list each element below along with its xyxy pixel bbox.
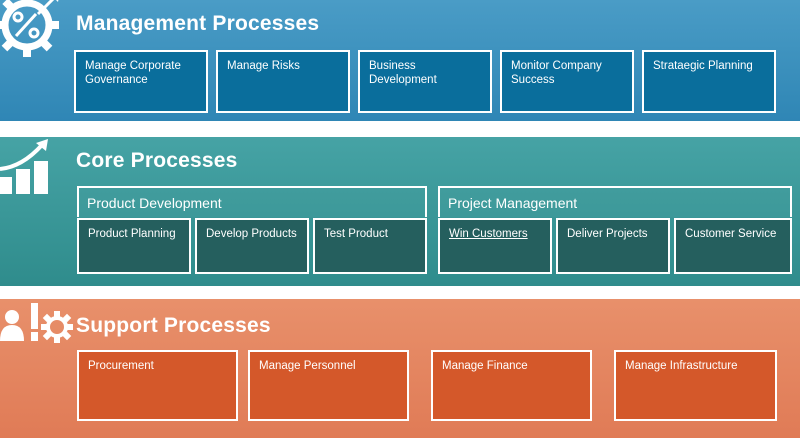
project-management-group: Project Management <box>438 186 792 217</box>
support-title: Support Processes <box>76 314 271 337</box>
deliver-projects-box[interactable]: Deliver Projects <box>556 218 670 274</box>
box-label: Procurement <box>88 360 154 372</box>
box-label: Manage Personnel <box>259 360 356 372</box>
core-title: Core Processes <box>76 149 238 172</box>
manage-infrastructure-box[interactable]: Manage Infrastructure <box>614 350 777 421</box>
box-label: Customer Service <box>685 228 777 240</box>
manage-corporate-governance-box[interactable]: Manage Corporate Governance <box>74 50 208 113</box>
percent-gear-icon <box>0 0 59 57</box>
product-development-group: Product Development <box>77 186 427 217</box>
develop-products-box[interactable]: Develop Products <box>195 218 309 274</box>
group-label: Product Development <box>87 195 222 211</box>
management-band: Management Processes Manage Corporate Go… <box>0 0 800 121</box>
manage-personnel-box[interactable]: Manage Personnel <box>248 350 409 421</box>
customer-service-box[interactable]: Customer Service <box>674 218 792 274</box>
box-label: Deliver Projects <box>567 228 648 240</box>
box-label: Monitor Company Success <box>511 60 602 86</box>
business-development-box[interactable]: Business Development <box>358 50 492 113</box>
win-customers-box[interactable]: Win Customers <box>438 218 552 274</box>
box-label: Manage Finance <box>442 360 528 372</box>
strategic-planning-box[interactable]: Strataegic Planning <box>642 50 776 113</box>
box-label: Win Customers <box>449 228 528 240</box>
management-title: Management Processes <box>76 12 320 35</box>
box-label: Develop Products <box>206 228 297 240</box>
monitor-company-success-box[interactable]: Monitor Company Success <box>500 50 634 113</box>
manage-risks-box[interactable]: Manage Risks <box>216 50 350 113</box>
box-label: Manage Risks <box>227 60 300 72</box>
box-label: Business Development <box>369 60 437 86</box>
product-planning-box[interactable]: Product Planning <box>77 218 191 274</box>
box-label: Product Planning <box>88 228 176 240</box>
procurement-box[interactable]: Procurement <box>77 350 238 421</box>
test-product-box[interactable]: Test Product <box>313 218 427 274</box>
manage-finance-box[interactable]: Manage Finance <box>431 350 592 421</box>
box-label: Manage Corporate Governance <box>85 60 181 86</box>
box-label: Manage Infrastructure <box>625 360 738 372</box>
support-band: Support Processes Procurement Manage Per… <box>0 299 800 438</box>
group-label: Project Management <box>448 195 578 211</box>
box-label: Test Product <box>324 228 388 240</box>
box-label: Strataegic Planning <box>653 60 753 72</box>
growth-chart-icon <box>0 139 48 194</box>
person-tool-gear-icon <box>0 303 73 343</box>
